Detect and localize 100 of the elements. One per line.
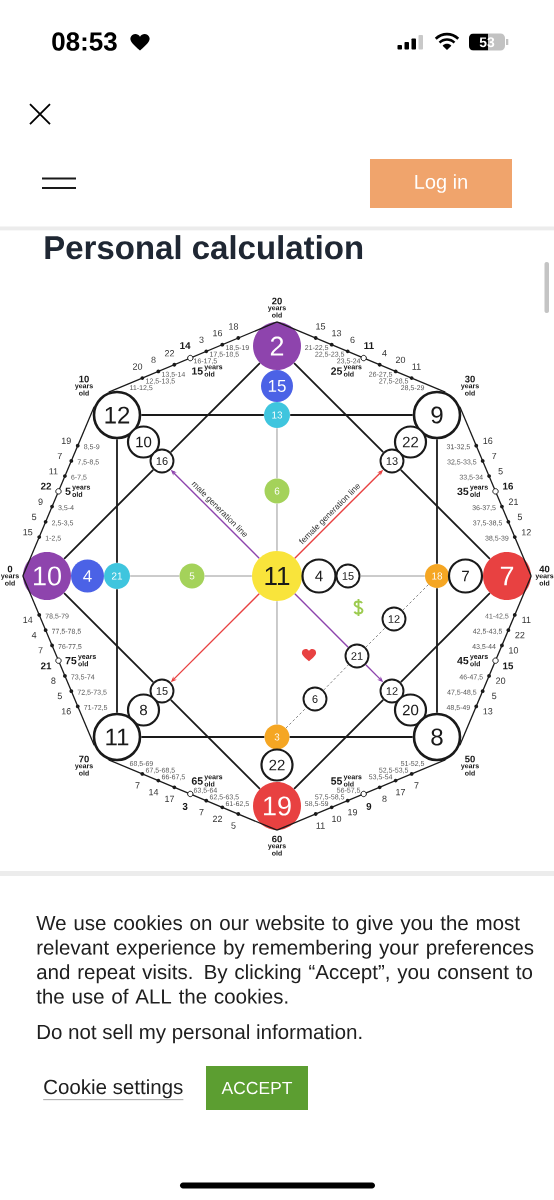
age-number: 7 <box>492 452 497 460</box>
age-line <box>108 321 278 393</box>
age-number: 9 <box>366 802 372 810</box>
age-number: 17 <box>165 795 175 802</box>
square-line <box>436 587 438 714</box>
age-number: 11 <box>49 468 58 475</box>
age-number: 17 <box>396 789 405 796</box>
age-number: 5 <box>32 513 37 521</box>
age-number: 19 <box>61 437 71 444</box>
age-number: 4 <box>31 631 37 639</box>
age-number: 7 <box>57 452 62 460</box>
age-label: 60 <box>272 835 282 843</box>
age-label: 10 <box>79 375 89 383</box>
age-label: 0 <box>7 565 13 573</box>
age-label: 50 <box>465 755 475 763</box>
age-number: 21 <box>508 498 518 505</box>
age-number: 21 <box>40 662 52 670</box>
age-number: 8 <box>151 356 156 364</box>
age-label: 70 <box>79 755 89 763</box>
age-label: 45 <box>457 657 469 665</box>
age-number: 5 <box>231 822 236 829</box>
login-button: Log in <box>370 159 512 208</box>
age-label: 40 <box>539 565 550 573</box>
age-number: 15 <box>503 662 514 670</box>
dashed-line <box>285 707 307 729</box>
age-number: 5 <box>498 468 503 475</box>
age-number: 13 <box>483 708 493 715</box>
age-number: 10 <box>509 647 519 654</box>
age-number: 22 <box>164 350 175 357</box>
square-line <box>140 736 266 738</box>
axis-line <box>276 427 278 479</box>
age-number: 12 <box>522 529 531 536</box>
age-number: 7 <box>135 782 140 789</box>
age-number: 11 <box>412 363 421 370</box>
age-number: 3 <box>182 802 188 810</box>
age-line <box>22 406 95 577</box>
diamond-line <box>293 698 385 790</box>
age-number: 8 <box>382 795 387 802</box>
age-number: 9 <box>38 498 43 505</box>
age-number: 5 <box>57 692 62 700</box>
age-number: 18 <box>229 323 239 330</box>
axis-line <box>276 503 278 552</box>
diamond-line <box>399 468 491 560</box>
square-line <box>140 414 265 416</box>
square-line <box>288 736 414 738</box>
age-number: 5 <box>492 692 497 700</box>
age-number: 22 <box>40 482 52 490</box>
age-line <box>276 759 446 831</box>
diamond-line <box>399 592 491 684</box>
age-number: 3 <box>199 336 204 343</box>
age-number: 22 <box>212 815 222 822</box>
age-number: 11 <box>522 616 531 623</box>
square-line <box>116 588 118 714</box>
age-number: 7 <box>414 782 419 789</box>
age-label: 55 <box>331 777 343 785</box>
diamond-line <box>63 468 155 560</box>
age-label: 20 <box>272 297 282 305</box>
age-number: 15 <box>23 529 33 536</box>
age-number: 7 <box>199 809 204 816</box>
age-number: 8 <box>51 677 56 684</box>
square-line <box>116 438 118 564</box>
age-line <box>108 759 278 831</box>
axis-line <box>360 575 426 577</box>
age-number: 19 <box>348 809 358 816</box>
axis-line <box>129 575 180 577</box>
square-line <box>289 414 414 416</box>
age-number: 16 <box>503 482 514 490</box>
age-number: 16 <box>483 437 493 444</box>
diamond-line <box>169 362 261 454</box>
age-number: 11 <box>316 822 325 829</box>
age-number: 20 <box>395 356 406 364</box>
dashed-line <box>402 584 429 611</box>
age-number: 6 <box>350 336 355 343</box>
age-number: 13 <box>332 329 342 337</box>
age-number: 4 <box>382 350 387 357</box>
age-number: 5 <box>517 513 522 521</box>
settings-link: Cookie settings <box>43 1079 184 1100</box>
age-label: 75 <box>65 657 77 665</box>
age-number: 11 <box>364 342 374 349</box>
axis-line <box>204 575 253 577</box>
age-label: 15 <box>192 367 203 375</box>
axis-line <box>276 600 278 725</box>
age-label: 30 <box>464 375 475 383</box>
status-time: 08:53 <box>52 32 117 51</box>
age-number: 7 <box>38 647 43 654</box>
age-number: 16 <box>61 708 71 715</box>
age-number: 20 <box>496 677 506 684</box>
age-number: 15 <box>316 323 326 330</box>
age-number: 14 <box>180 342 191 349</box>
age-label: 25 <box>331 367 343 375</box>
diamond-line <box>169 698 261 790</box>
age-line <box>22 575 95 746</box>
square-line <box>436 438 438 565</box>
age-number: 14 <box>149 789 159 796</box>
age-number: 16 <box>213 329 223 337</box>
page-title: Personal calculation <box>45 235 363 260</box>
age-label: 65 <box>191 777 203 785</box>
dashed-line <box>365 627 386 648</box>
age-line <box>276 321 446 393</box>
age-line <box>459 406 532 577</box>
